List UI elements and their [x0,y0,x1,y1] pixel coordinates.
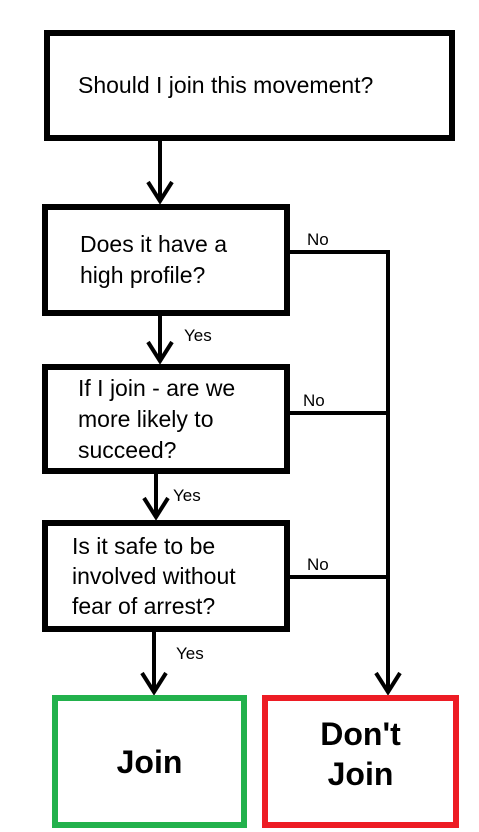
outcome-join: Join [52,695,247,828]
arrowhead-q4-to-join [140,671,168,696]
outcome-dont-join-text: Don't Join [320,715,401,792]
question-more-likely-succeed-text: If I join - are we more likely to succee… [78,374,236,463]
outcome-join-text: Join [116,743,183,780]
question-high-profile: Does it have a high profile? [42,204,290,316]
arrowhead-no-to-dont-join [374,671,402,696]
arrowhead-q2-to-q3 [146,340,174,365]
arrowhead-q1-to-q2 [146,180,174,205]
edge-label-q3-yes: Yes [173,486,201,505]
question-high-profile-text: Does it have a high profile? [80,231,228,288]
edge-label-q2-yes: Yes [184,326,212,345]
question-safe-without-arrest-text: Is it safe to be involved without fear o… [72,533,236,619]
question-safe-without-arrest: Is it safe to be involved without fear o… [42,520,290,632]
question-more-likely-succeed: If I join - are we more likely to succee… [42,364,290,474]
edge-label-q4-no: No [307,555,329,574]
question-join-movement-text: Should I join this movement? [78,72,374,98]
arrowhead-q3-to-q4 [142,496,170,521]
edge-label-q3-no: No [303,391,325,410]
edge-label-q4-yes: Yes [176,644,204,663]
question-join-movement: Should I join this movement? [44,30,455,141]
edge-label-q2-no: No [307,230,329,249]
outcome-dont-join: Don't Join [262,695,459,828]
